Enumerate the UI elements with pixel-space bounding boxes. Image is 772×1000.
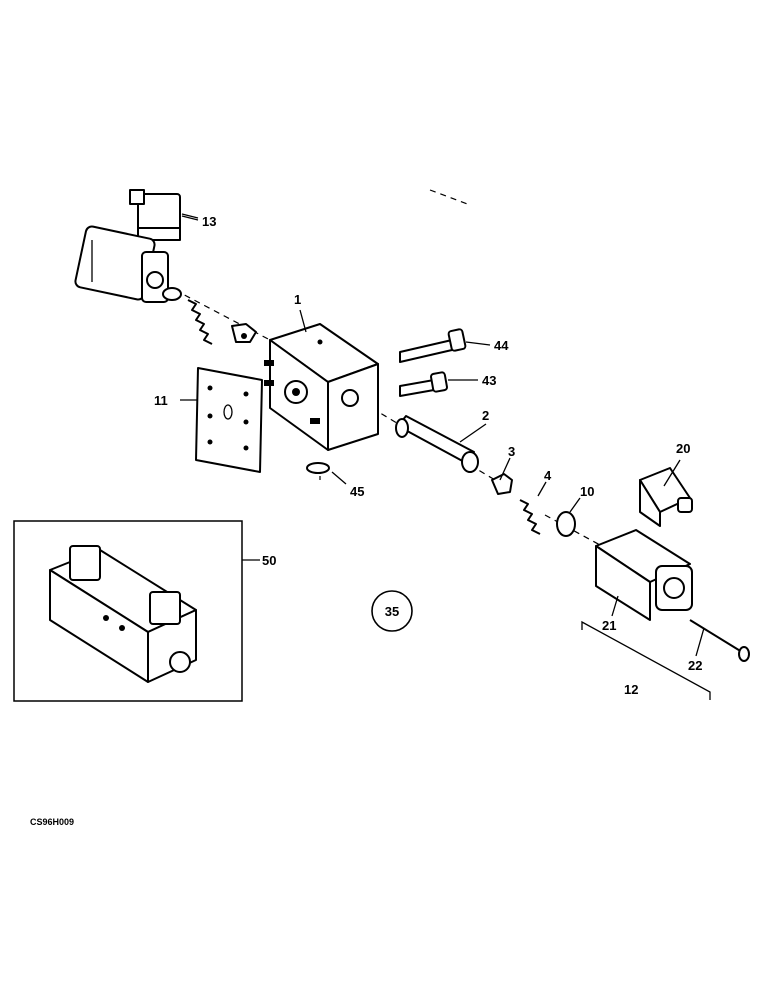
group-number: 35: [385, 604, 399, 619]
gasket-plate: [195, 367, 263, 473]
callout-11: 11: [154, 393, 168, 408]
callout-20: 20: [676, 441, 690, 456]
callout-22: 22: [688, 658, 702, 673]
inset-valve-assembly: [13, 520, 243, 702]
callout-45: 45: [350, 484, 364, 499]
bolt-43: [399, 371, 448, 397]
seal-spring-left: [162, 287, 257, 345]
callout-21: 21: [602, 618, 616, 633]
callout-50: 50: [262, 553, 276, 568]
tie-rod-22: [689, 619, 750, 662]
callout-1: 1: [294, 292, 301, 307]
group-number-badge: 35: [371, 590, 413, 632]
valve-body: [264, 323, 379, 451]
callout-12: 12: [624, 682, 638, 697]
drawing-code: CS96H009: [30, 817, 74, 827]
callout-4: 4: [544, 468, 552, 483]
assembly-bracket-12: [581, 620, 711, 700]
solenoid-coil-left: [74, 225, 169, 303]
o-ring-10: [556, 511, 576, 537]
spool: [395, 415, 479, 473]
solenoid-coil-right: [595, 529, 693, 621]
callout-10: 10: [580, 484, 594, 499]
o-ring-45: [306, 462, 330, 474]
spring-4: [519, 499, 541, 535]
bolt-44: [399, 328, 467, 363]
assembly-axis: [174, 189, 601, 546]
solenoid-connector-20: [639, 467, 693, 527]
leader-lines: [180, 215, 705, 657]
callout-44: 44: [494, 338, 509, 353]
callout-labels: 13 1 11 44 43 2 3 4 10 20 45 50 21 22 12: [154, 214, 702, 697]
callout-2: 2: [482, 408, 489, 423]
solenoid-connector-13: [129, 189, 199, 241]
callout-43: 43: [482, 373, 496, 388]
callout-3: 3: [508, 444, 515, 459]
callout-13: 13: [202, 214, 216, 229]
